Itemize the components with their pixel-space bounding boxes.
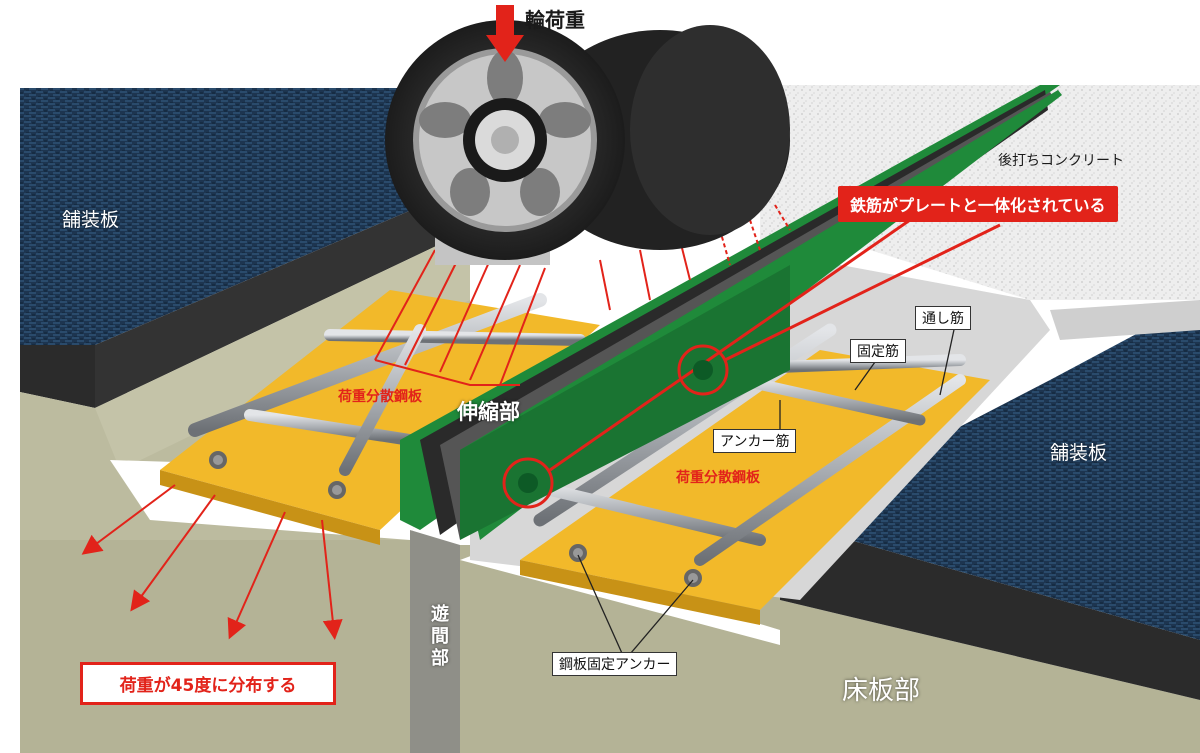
leader-lines (577, 324, 956, 661)
expansion-part-label: 伸縮部 (457, 400, 520, 424)
dist-plate-left-label: 荷重分散鋼板 (338, 389, 422, 405)
tire-icon (385, 20, 790, 265)
fixing-bar-label: 固定筋 (850, 339, 906, 363)
distribution-arrows (81, 484, 343, 640)
rebar-plate-callout: 鉄筋がプレートと一体化されている (838, 186, 1118, 222)
plate-anchor-label: 鋼板固定アンカー (552, 652, 678, 676)
rebar-highlights (502, 218, 1001, 509)
anchor-bar-label: アンカー筋 (713, 429, 797, 453)
load-45-callout: 荷重が45度に分布する (80, 662, 336, 705)
dist-plate-right-label: 荷重分散鋼板 (676, 470, 760, 486)
pavement-right (780, 300, 1200, 640)
through-bar-label: 通し筋 (915, 306, 971, 330)
gap-part-label: 遊間部 (428, 604, 449, 670)
down-arrow-icon (486, 5, 524, 62)
pavement-right-label: 舗装板 (1050, 442, 1108, 464)
deck-part-label: 床板部 (842, 676, 921, 706)
post-concrete-label: 後打ちコンクリート (998, 153, 1124, 169)
gap-column (410, 530, 460, 753)
pavement-left (20, 88, 470, 408)
pavement-left-label: 舗装板 (62, 209, 120, 231)
wheel-load-label: 輪荷重 (525, 8, 585, 32)
